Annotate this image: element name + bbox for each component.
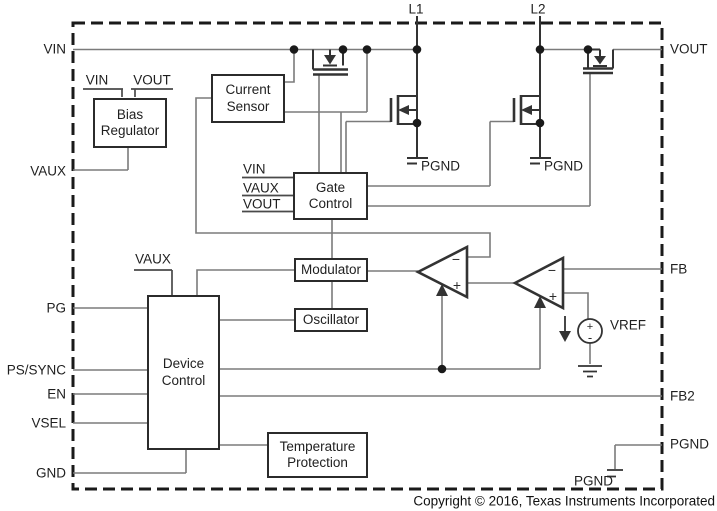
pgnd-bottom-label: PGND (573, 473, 613, 489)
comparator1-minus-label: − (452, 251, 460, 267)
gate-control-input-vin-label: VIN (243, 161, 266, 177)
vref-ground-icon (578, 365, 602, 378)
ic-boundary-outline (71, 21, 664, 491)
block-device-control: Device Control (147, 295, 220, 450)
pin-label-pg: PG (46, 300, 66, 316)
pin-label-fb: FB (670, 261, 688, 277)
pass-pmos-gate-wire (368, 73, 591, 207)
diode2-icon (594, 56, 606, 65)
vref-source: + - (559, 316, 603, 378)
block-current-sensor: Current Sensor (211, 74, 285, 123)
pgnd2-ground-icon (530, 157, 551, 165)
label-underline-leads (83, 88, 293, 295)
block-gate-control: Gate Control (293, 172, 368, 220)
block-bias-regulator: Bias Regulator (93, 98, 167, 148)
gate-control-input-vaux-label: VAUX (243, 180, 279, 195)
device-control-vaux-lead (134, 269, 173, 295)
pin-label-pgnd-right: PGND (670, 436, 710, 452)
diode1-icon (324, 55, 336, 65)
gate-control-input-leads (242, 176, 293, 213)
bias-input-vin-label: VIN (85, 72, 109, 88)
gate-control-input-vout-label: VOUT (243, 196, 281, 211)
comparator1-triangle-icon (415, 244, 469, 300)
nmos-low-side-1 (389, 16, 428, 165)
comparator-feed-wire (220, 296, 541, 370)
pgnd-pin-wire (614, 444, 662, 469)
pgnd-phase2-label: PGND (544, 158, 584, 174)
comparator1-plus-label: + (453, 277, 461, 293)
pin-label-vout: VOUT (670, 41, 708, 57)
vref-circle-icon (577, 318, 603, 344)
pin-label-vaux: VAUX (30, 163, 66, 179)
pgnd1-ground-icon (407, 157, 428, 165)
vref-wires (563, 292, 591, 364)
nmos1-gate-wire (345, 120, 391, 172)
nmos1-body-arrow-icon (398, 105, 409, 115)
pgnd-phase1-label: PGND (421, 158, 461, 174)
comparator2-input-arrow-icon (534, 296, 546, 308)
device-control-vaux-label: VAUX (135, 251, 171, 267)
bias-input-leads (83, 88, 173, 97)
junction-dots (289, 45, 593, 374)
current-sensor-top-wire (285, 49, 295, 83)
vref-label: VREF (610, 317, 647, 333)
current-sense-to-comparator-wire (195, 97, 491, 258)
current-direction-arrow-icon (559, 331, 571, 342)
pgnd-bottom-ground-icon (607, 469, 623, 478)
pin-label-vsel: VSEL (31, 415, 66, 431)
nmos2-body-arrow-icon (521, 105, 532, 115)
copyright-text: Copyright © 2016, Texas Instruments Inco… (413, 493, 715, 509)
comparator-2: − + (512, 255, 565, 311)
nmos2-gate-wire (368, 120, 514, 187)
gnd-pin-wire (73, 450, 187, 474)
block-oscillator: Oscillator (294, 308, 368, 332)
pin-label-gnd: GND (36, 465, 66, 481)
block-temperature-protection: Temperature Protection (267, 432, 368, 478)
bias-input-vout-label: VOUT (133, 72, 171, 88)
comparator2-triangle-icon (512, 255, 565, 311)
comparator-1: − + (415, 244, 469, 300)
pin-label-ps-sync: PS/SYNC (6, 362, 66, 378)
vaux-pin-wire (73, 148, 129, 171)
current-sensor-sense-wire (285, 49, 368, 172)
pin-label-vin: VIN (43, 41, 66, 57)
pin-label-l1: L1 (408, 1, 424, 17)
routing-wires (73, 48, 662, 474)
modulator-left-wire (196, 269, 294, 295)
comparator2-minus-label: − (548, 262, 556, 278)
nmos-low-side-2 (512, 16, 551, 165)
vref-minus-label: - (588, 330, 592, 345)
block-modulator: Modulator (294, 258, 368, 282)
pin-label-fb2: FB2 (670, 388, 695, 404)
vref-plus-label: + (587, 321, 593, 333)
comparator2-plus-label: + (549, 288, 557, 304)
comparator1-input-arrow-icon (436, 284, 448, 296)
pin-label-l2: L2 (530, 1, 546, 17)
pin-label-en: EN (47, 386, 66, 402)
